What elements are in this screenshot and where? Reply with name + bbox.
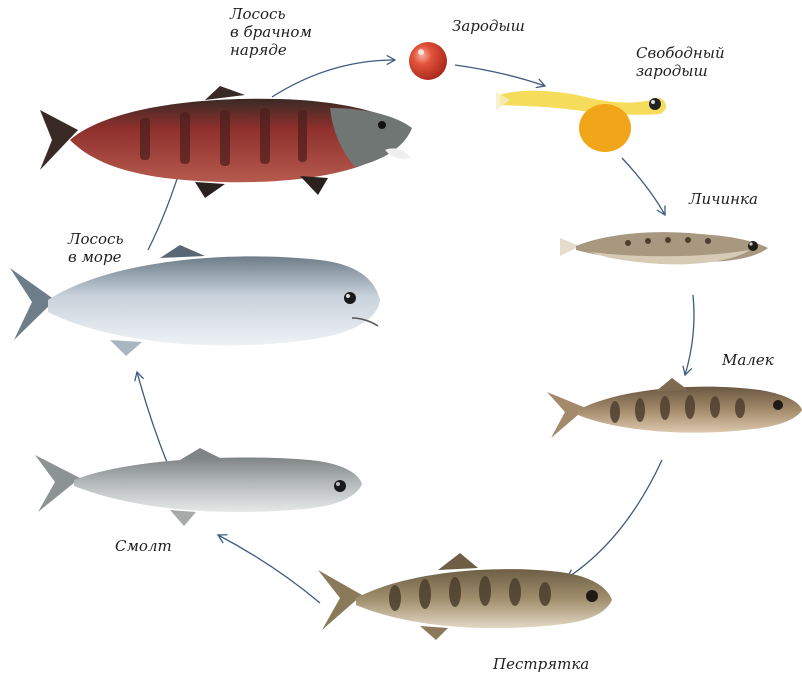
parr-image: [318, 553, 612, 640]
smolt-image: [35, 448, 362, 526]
arrow-spawning-to-egg: [272, 60, 395, 97]
arrow-alevin-to-larva: [622, 158, 665, 215]
label-ocean-salmon: Лосось в море: [68, 230, 124, 266]
arrow-larva-to-fry: [685, 295, 694, 375]
alevin-image: [496, 91, 666, 152]
arrow-fry-to-parr: [567, 460, 662, 578]
spawning-salmon-image: [40, 86, 412, 198]
label-egg: Зародыш: [452, 17, 525, 35]
label-spawning-salmon: Лосось в брачном наряде: [230, 5, 312, 59]
label-smolt: Смолт: [115, 537, 172, 555]
label-parr: Пестрятка: [493, 655, 589, 673]
arrow-egg-to-alevin: [455, 65, 545, 86]
egg-image: [409, 42, 447, 80]
label-alevin: Свободный зародыш: [636, 44, 725, 80]
fry-image: [547, 378, 802, 438]
arrow-parr-to-smolt: [218, 535, 320, 603]
arrow-smolt-to-ocean: [137, 372, 168, 465]
larva-image: [560, 232, 768, 264]
label-fry: Малек: [722, 351, 774, 369]
label-larva: Личинка: [689, 190, 758, 208]
ocean-salmon-image: [10, 245, 380, 356]
